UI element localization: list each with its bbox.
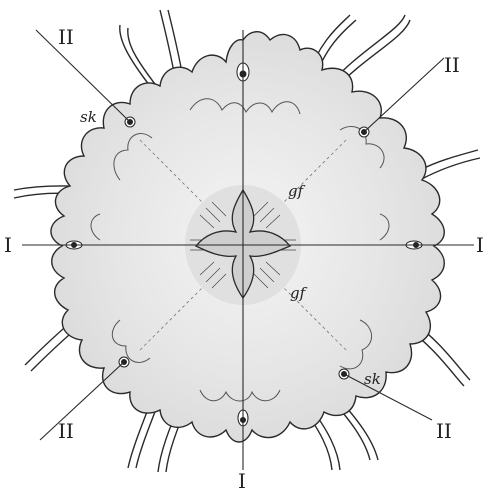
axis-II-top-right xyxy=(364,58,444,132)
label-axis-II-bottom-right: II xyxy=(436,419,452,443)
axis-II-bottom-left xyxy=(40,362,124,440)
label-gf-lower: gf xyxy=(290,284,308,302)
tentacle xyxy=(120,25,158,88)
label-axis-I-right: I xyxy=(476,233,484,257)
label-gf-upper: gf xyxy=(288,182,306,200)
label-axis-II-top-left: II xyxy=(58,25,74,49)
label-sk-lower: sk xyxy=(364,370,381,388)
label-axis-II-top-right: II xyxy=(444,53,460,77)
tentacle xyxy=(420,150,480,180)
label-axis-II-bottom-left: II xyxy=(58,419,74,443)
label-sk-upper: sk xyxy=(80,108,97,126)
tentacle xyxy=(128,404,158,468)
label-axis-I-bottom: I xyxy=(238,469,246,493)
label-axis-I-left: I xyxy=(4,233,12,257)
